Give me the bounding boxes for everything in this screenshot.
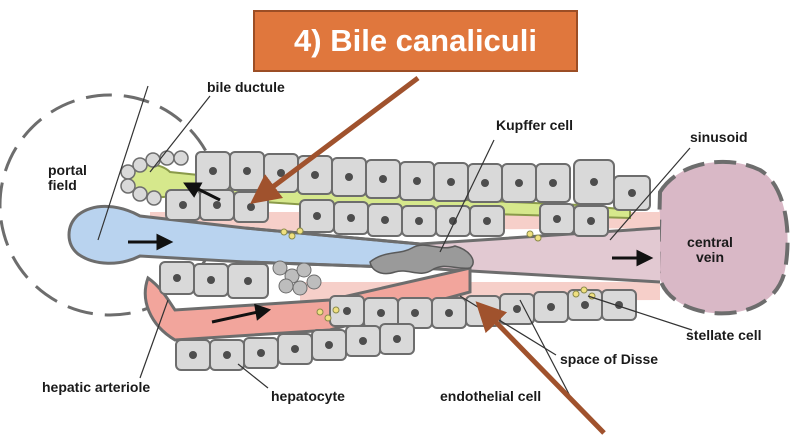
label-hepatocyte: hepatocyte [271,389,345,404]
bottom-pointer-arrow [486,312,604,433]
label-stellate-cell: stellate cell [686,328,762,343]
label-kupffer-cell: Kupffer cell [496,118,573,133]
label-hepatic-arteriole: hepatic arteriole [42,380,150,395]
label-sinusoid: sinusoid [690,130,748,145]
title-box: 4) Bile canaliculi [253,10,578,72]
label-bile-ductule: bile ductule [207,80,285,95]
label-space-of-disse: space of Disse [560,352,658,367]
title-text: 4) Bile canaliculi [294,23,537,59]
label-portal-field: portal field [48,163,98,192]
label-endothelial-cell: endothelial cell [440,389,541,404]
label-central-vein: central vein [680,235,740,264]
